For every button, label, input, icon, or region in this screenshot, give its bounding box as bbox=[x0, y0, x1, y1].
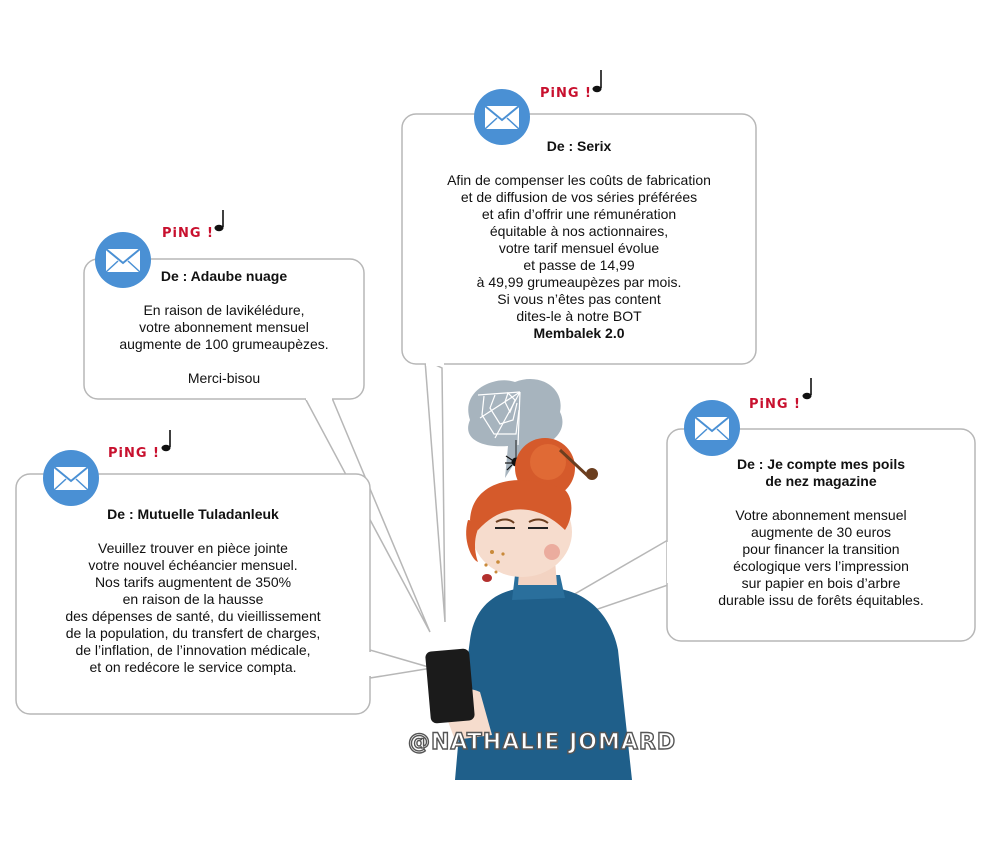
mutuelle-bubble-tail bbox=[369, 649, 433, 679]
mutuelle-envelope-icon bbox=[43, 450, 99, 506]
serix-line: votre tarif mensuel évolue bbox=[498, 240, 660, 256]
mutuelle-bubble bbox=[15, 473, 371, 715]
poils-ping-label: PiNG ! bbox=[749, 397, 801, 412]
poils-line: sur papier en bois d’arbre bbox=[741, 575, 901, 591]
serix-bubble-tail bbox=[424, 358, 446, 623]
mutuelle-sender: De : Mutuelle Tuladanleuk bbox=[107, 506, 279, 522]
poils-sender: De : Je compte mes poils bbox=[736, 456, 906, 472]
poils-sender-2: de nez magazine bbox=[765, 473, 877, 489]
serix-line: Si vous n’êtes pas content bbox=[497, 291, 661, 307]
poils-line: Votre abonnement mensuel bbox=[735, 507, 907, 523]
adaube-line: augmente de 100 grumeaupèzes. bbox=[119, 336, 329, 352]
serix-envelope-icon bbox=[474, 89, 530, 145]
mutuelle-line: des dépenses de santé, du vieillissement bbox=[65, 608, 321, 624]
adaube-line: votre abonnement mensuel bbox=[139, 319, 309, 335]
adaube-ping-label: PiNG ! bbox=[162, 226, 214, 241]
mutuelle-line: votre nouvel échéancier mensuel. bbox=[88, 557, 298, 573]
serix-line: et afin d’offrir une rémunération bbox=[481, 206, 677, 222]
adaube-music-note-icon bbox=[214, 210, 224, 232]
cobweb-cloud-icon bbox=[468, 378, 563, 478]
serix-message: De : Serix Afin de compenser les coûts d… bbox=[402, 138, 756, 342]
mutuelle-music-note-icon bbox=[161, 430, 171, 452]
mutuelle-line: et on redécore le service compta. bbox=[89, 659, 297, 675]
serix-line: Afin de compenser les coûts de fabricati… bbox=[447, 172, 711, 188]
poils-message: De : Je compte mes poils de nez magazine… bbox=[667, 456, 975, 609]
serix-music-note-icon bbox=[592, 70, 602, 93]
mutuelle-line: Nos tarifs augmentent de 350% bbox=[94, 574, 292, 590]
serix-line: et de diffusion de vos séries préférées bbox=[460, 189, 698, 205]
adaube-sender: De : Adaube nuage bbox=[160, 268, 288, 284]
serix-line: dites-le à notre BOT bbox=[516, 308, 642, 324]
poils-line: écologique vers l’impression bbox=[733, 558, 909, 574]
adaube-line: En raison de lavikélédure, bbox=[143, 302, 305, 318]
mutuelle-message: De : Mutuelle Tuladanleuk Veuillez trouv… bbox=[16, 506, 370, 676]
adaube-signoff: Merci-bisou bbox=[187, 370, 261, 386]
poils-line: pour financer la transition bbox=[742, 541, 900, 557]
mutuelle-ping-label: PiNG ! bbox=[108, 446, 160, 461]
serix-line: et passe de 14,99 bbox=[523, 257, 635, 273]
poils-line: durable issu de forêts équitables. bbox=[718, 592, 924, 608]
serix-line: équitable à nos actionnaires, bbox=[489, 223, 669, 239]
mutuelle-line: de l’inflation, de l’innovation médicale… bbox=[75, 642, 311, 658]
poils-envelope-icon bbox=[684, 400, 740, 456]
serix-bot-name: Membalek 2.0 bbox=[533, 325, 625, 341]
mutuelle-line: en raison de la hausse bbox=[122, 591, 264, 607]
smartphone-icon bbox=[425, 648, 475, 724]
mutuelle-line: Veuillez trouver en pièce jointe bbox=[98, 540, 288, 556]
serix-sender: De : Serix bbox=[546, 138, 612, 154]
woman-character bbox=[440, 438, 632, 780]
adaube-envelope-icon bbox=[95, 232, 151, 288]
adaube-bubble bbox=[83, 258, 365, 400]
serix-line: à 49,99 grumeaupèzes par mois. bbox=[476, 274, 682, 290]
serix-ping-label: PiNG ! bbox=[540, 86, 592, 101]
serix-bubble bbox=[401, 113, 757, 365]
poils-music-note-icon bbox=[802, 378, 812, 400]
artist-watermark: @NATHALIE JOMARD bbox=[407, 729, 677, 755]
poils-line: augmente de 30 euros bbox=[750, 524, 892, 540]
mutuelle-line: de la population, du transfert de charge… bbox=[65, 625, 321, 641]
adaube-message: De : Adaube nuage En raison de lavikéléd… bbox=[84, 268, 364, 387]
poils-bubble bbox=[666, 428, 976, 642]
